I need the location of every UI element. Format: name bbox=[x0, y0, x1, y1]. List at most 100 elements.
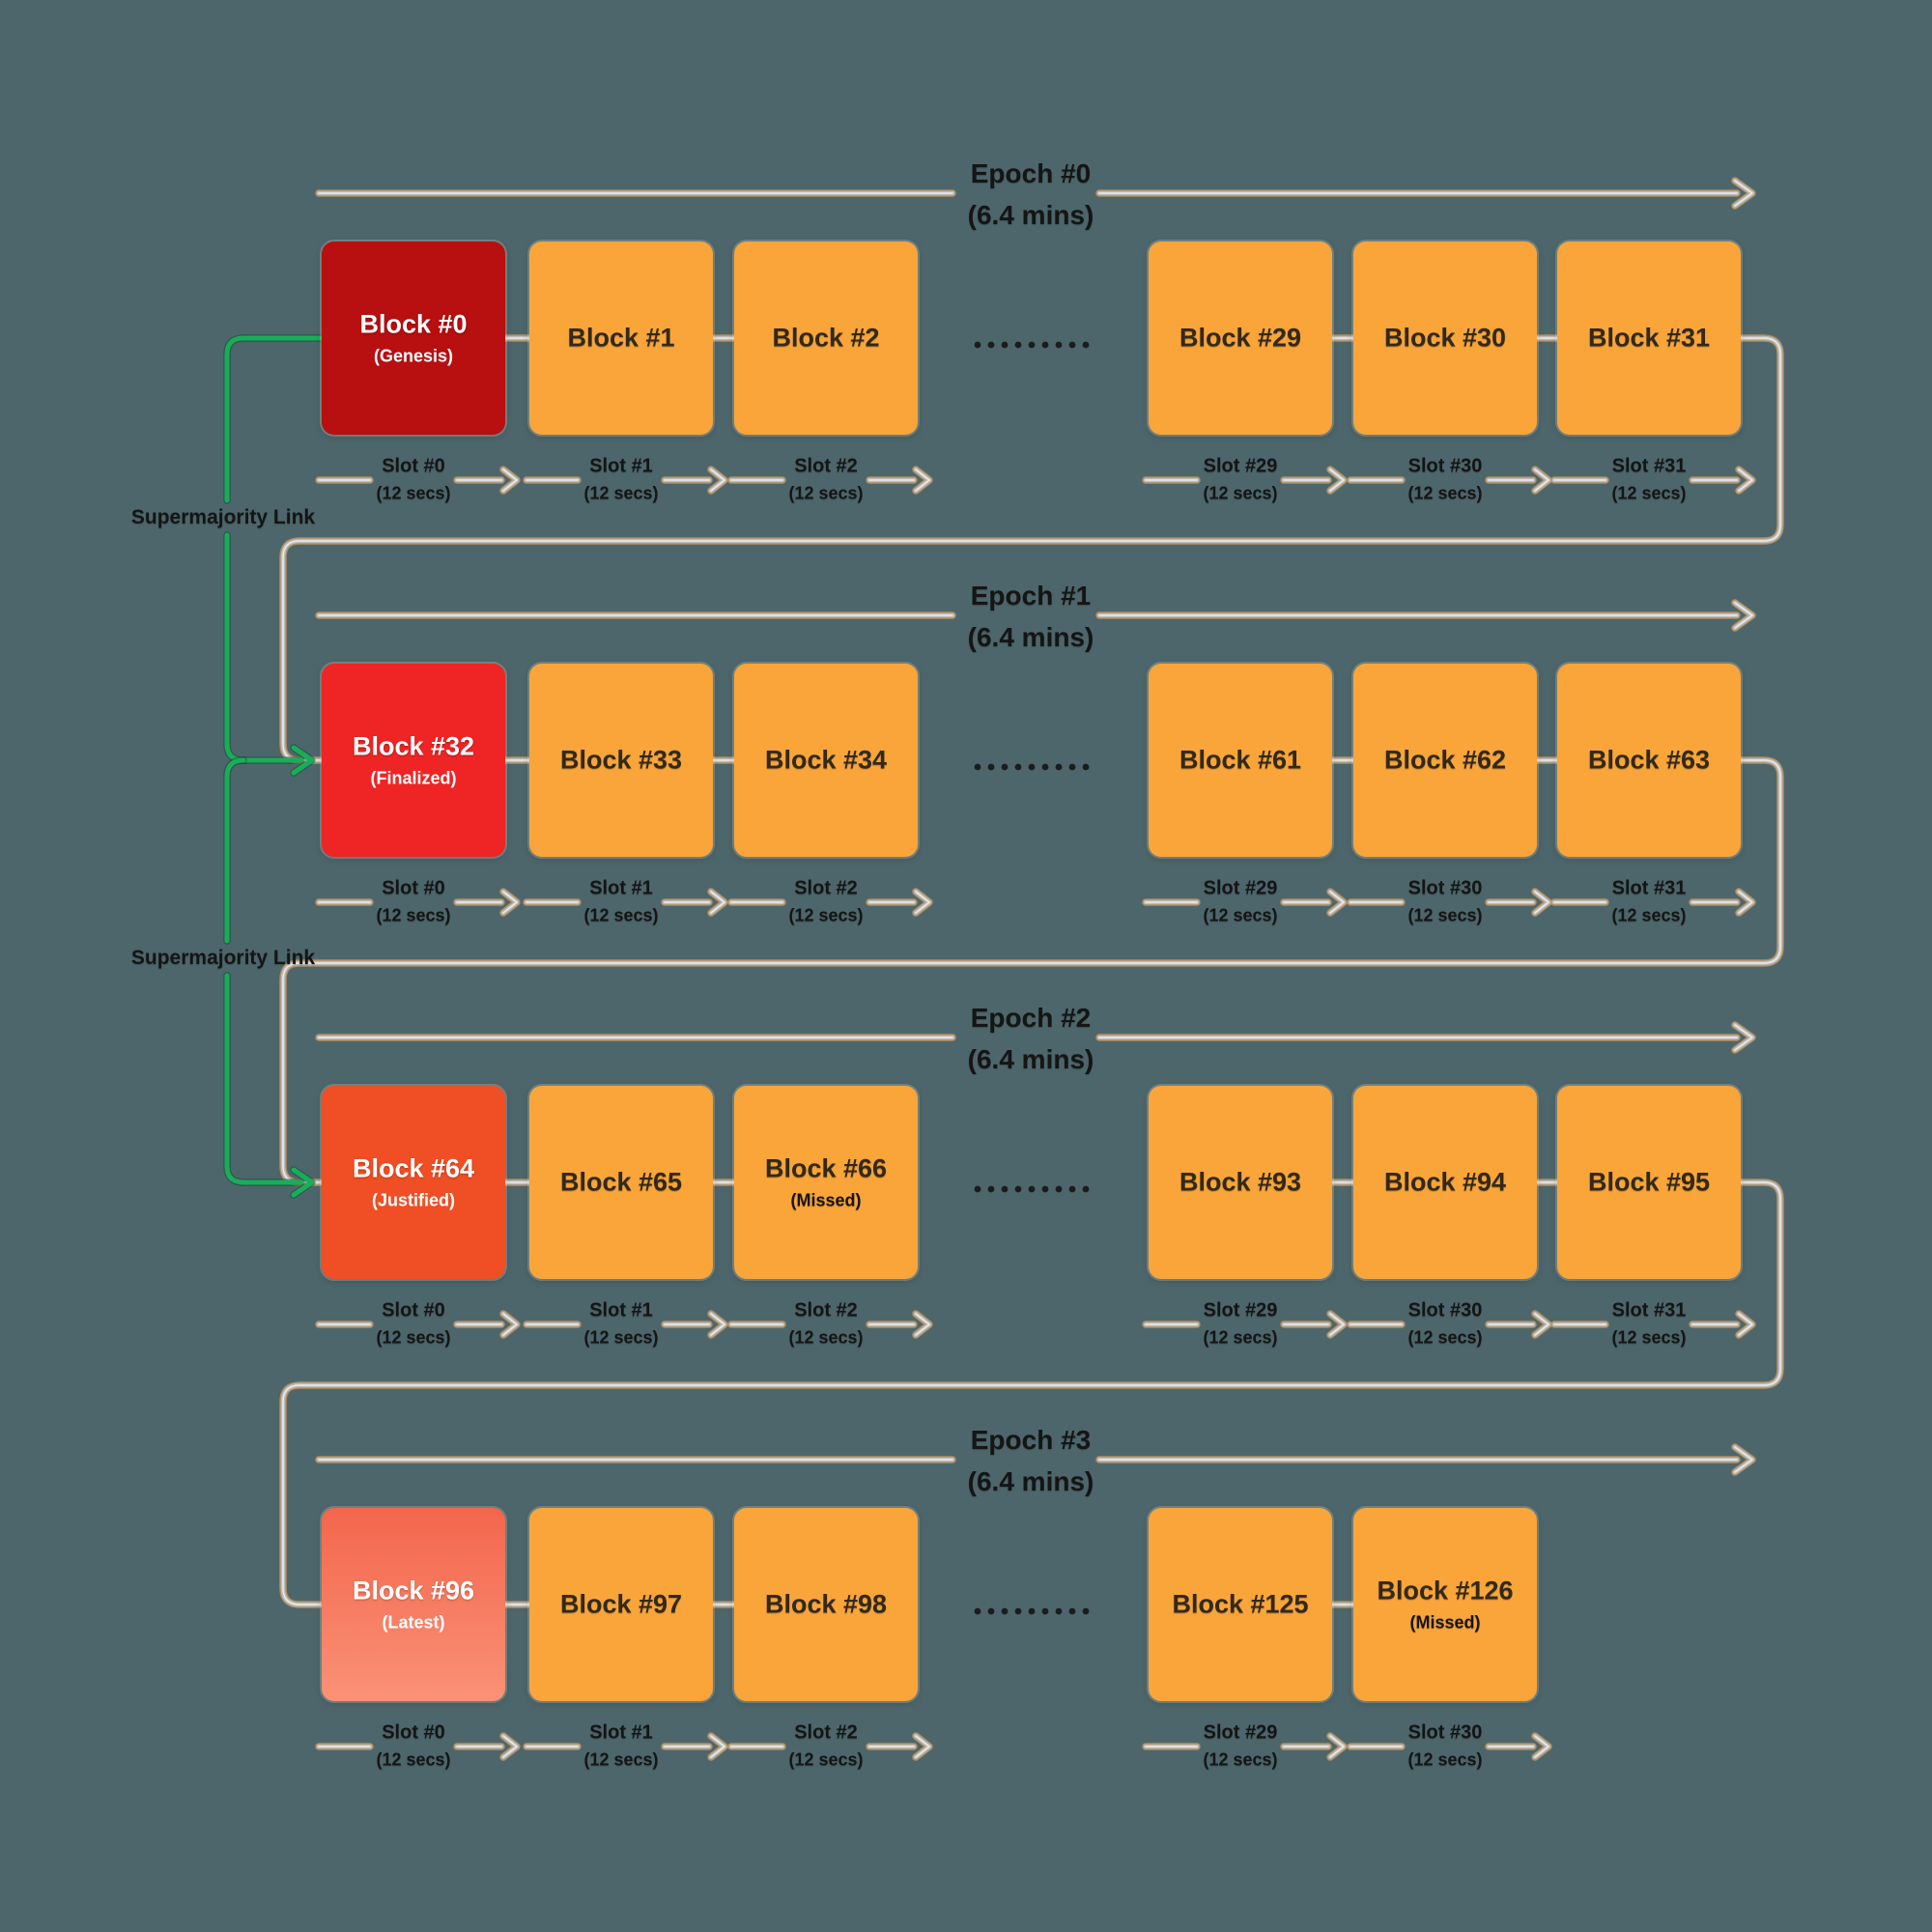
block-title: Block #1 bbox=[567, 323, 675, 353]
block-126 bbox=[1353, 1508, 1537, 1701]
slot-arrowhead-icon-stroke bbox=[1327, 889, 1347, 916]
slot-arrowhead-icon-stroke bbox=[500, 467, 520, 494]
ellipsis-dot bbox=[1041, 1607, 1049, 1615]
slot-label: Slot #2 bbox=[794, 877, 858, 899]
slot-arrowhead-icon bbox=[912, 1310, 933, 1339]
ellipsis-dot bbox=[987, 1185, 995, 1193]
ellipsis-dot bbox=[1041, 763, 1049, 771]
ellipsis-dot bbox=[1055, 763, 1063, 771]
slot-arrowhead-icon bbox=[1735, 888, 1756, 917]
slot-arrowhead-icon-stroke bbox=[915, 1313, 930, 1336]
slot-duration-label: (12 secs) bbox=[1203, 1327, 1278, 1348]
slot-arrowhead-icon-stroke bbox=[502, 891, 518, 914]
slot-duration-label: (12 secs) bbox=[1407, 483, 1483, 503]
block-sub-label: (Missed) bbox=[1409, 1612, 1481, 1633]
ellipsis-dot bbox=[1068, 763, 1076, 771]
ellipsis-dot bbox=[1055, 1185, 1063, 1193]
slot-arrowhead-icon-stroke bbox=[710, 891, 725, 914]
supermajority-link-line-2 bbox=[223, 972, 305, 1186]
slot-label: Slot #30 bbox=[1407, 1721, 1483, 1744]
slot-arrowhead-icon-stroke bbox=[1327, 1733, 1347, 1760]
block-sub-label: (Latest) bbox=[382, 1612, 445, 1633]
epoch-0-label: Epoch #0 bbox=[970, 157, 1092, 188]
supermajority-link-line-branch-stroke bbox=[224, 757, 246, 944]
slot-label: Slot #31 bbox=[1611, 455, 1687, 477]
slot-arrowhead-icon bbox=[1531, 1732, 1552, 1761]
slot-arrowhead-icon-stroke bbox=[1532, 1733, 1551, 1760]
ellipsis-dot bbox=[1082, 1185, 1090, 1193]
slot-duration-label: (12 secs) bbox=[583, 905, 659, 925]
ellipsis-dot bbox=[974, 1185, 981, 1193]
slot-label: Slot #30 bbox=[1407, 1299, 1483, 1321]
slot-arrowhead-icon-stroke bbox=[708, 1311, 727, 1338]
block-32 bbox=[322, 664, 505, 857]
epoch-connector-2-3-stroke bbox=[279, 1179, 1784, 1608]
slot-arrowhead-icon bbox=[912, 888, 933, 917]
slot-arrowhead-icon-stroke bbox=[1736, 467, 1755, 494]
slot-arrowhead-icon bbox=[1735, 1310, 1756, 1339]
slot-arrowhead-icon-stroke bbox=[708, 889, 727, 916]
slot-label: Slot #0 bbox=[382, 877, 445, 899]
block-title: Block #62 bbox=[1383, 745, 1507, 775]
slot-arrowhead-icon bbox=[1531, 466, 1552, 495]
block-31 bbox=[1557, 242, 1741, 435]
slot-duration-label: (12 secs) bbox=[1611, 1327, 1687, 1348]
slot-arrowhead-icon-stroke bbox=[913, 889, 932, 916]
epoch-3-label: Epoch #3 bbox=[970, 1424, 1092, 1455]
slot-duration-label: (12 secs) bbox=[376, 1327, 451, 1348]
ellipsis-dot bbox=[1055, 341, 1063, 349]
block-title: Block #98 bbox=[764, 1589, 888, 1619]
slot-arrowhead-icon-stroke bbox=[1327, 1311, 1347, 1338]
block-title: Block #32 bbox=[352, 731, 475, 761]
ellipsis-dots-1 bbox=[974, 763, 1090, 771]
slot-label: Slot #31 bbox=[1611, 877, 1687, 899]
ellipsis-dot bbox=[1082, 763, 1090, 771]
block-33 bbox=[529, 664, 713, 857]
slot-label: Slot #2 bbox=[794, 455, 858, 477]
block-title: Block #61 bbox=[1179, 745, 1302, 775]
block-title: Block #31 bbox=[1587, 323, 1711, 353]
ellipsis-dot bbox=[1028, 763, 1036, 771]
ellipsis-dots-3 bbox=[974, 1607, 1090, 1615]
block-title: Block #66 bbox=[764, 1153, 888, 1183]
block-title: Block #0 bbox=[359, 309, 468, 339]
block-title: Block #125 bbox=[1172, 1589, 1309, 1619]
block-65 bbox=[529, 1086, 713, 1279]
slot-duration-label: (12 secs) bbox=[788, 1749, 864, 1770]
slot-duration-label: (12 secs) bbox=[1407, 1327, 1483, 1348]
ellipsis-dot bbox=[1001, 763, 1009, 771]
epoch-0-arrowhead-icon-stroke bbox=[1734, 180, 1753, 207]
slot-arrowhead-icon-stroke bbox=[1738, 1313, 1753, 1336]
slot-arrowhead-icon-stroke bbox=[502, 1735, 518, 1758]
ellipsis-dot bbox=[987, 763, 995, 771]
ellipsis-dots-2 bbox=[974, 1185, 1090, 1193]
slot-arrowhead-icon bbox=[499, 888, 521, 917]
slot-label: Slot #1 bbox=[589, 455, 653, 477]
slot-arrowhead-icon-stroke bbox=[1534, 1313, 1549, 1336]
ellipsis-dot bbox=[1001, 1607, 1009, 1615]
block-title: Block #65 bbox=[559, 1167, 683, 1197]
epoch-3-duration: (6.4 mins) bbox=[967, 1465, 1094, 1496]
slot-arrowhead-icon bbox=[1326, 466, 1348, 495]
block-sub-label: (Missed) bbox=[790, 1190, 862, 1210]
ellipsis-dot bbox=[987, 1607, 995, 1615]
slot-duration-label: (12 secs) bbox=[788, 1327, 864, 1348]
slot-duration-label: (12 secs) bbox=[376, 905, 451, 925]
block-29 bbox=[1149, 242, 1332, 435]
slot-arrowhead-icon-stroke bbox=[500, 889, 520, 916]
slot-arrowhead-icon bbox=[499, 1732, 521, 1761]
epoch-connector-1-2 bbox=[279, 756, 1784, 1186]
block-title: Block #94 bbox=[1383, 1167, 1507, 1197]
slot-arrowhead-icon-stroke bbox=[915, 1735, 930, 1758]
epoch-connector-2-3-stroke bbox=[280, 1179, 1783, 1607]
slot-arrowhead-icon bbox=[707, 1310, 728, 1339]
slot-label: Slot #1 bbox=[589, 877, 653, 899]
slot-label: Slot #29 bbox=[1203, 455, 1278, 477]
epoch-2-duration: (6.4 mins) bbox=[967, 1043, 1094, 1074]
slot-label: Slot #2 bbox=[794, 1299, 858, 1321]
slot-arrowhead-icon bbox=[912, 1732, 933, 1761]
slot-duration-label: (12 secs) bbox=[583, 1327, 659, 1348]
ellipsis-dot bbox=[1028, 341, 1036, 349]
block-title: Block #93 bbox=[1179, 1167, 1302, 1197]
block-title: Block #30 bbox=[1383, 323, 1507, 353]
